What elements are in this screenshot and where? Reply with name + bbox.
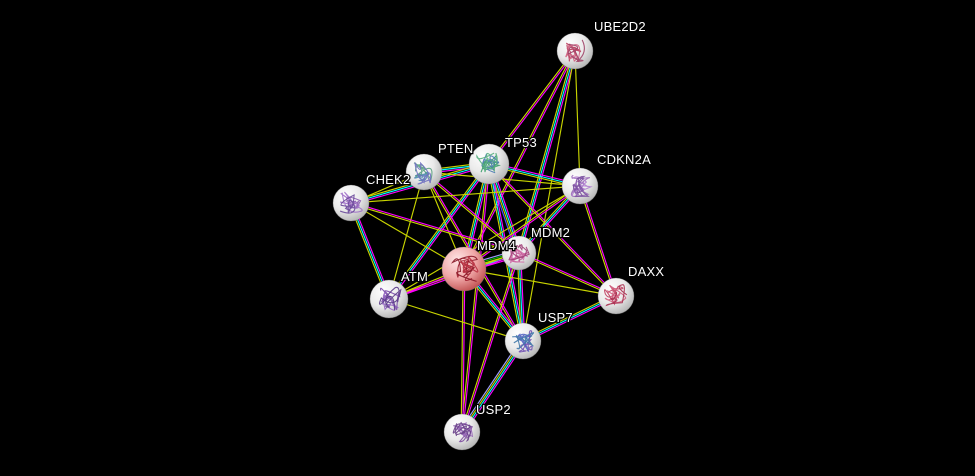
edge-strand-textmining — [487, 49, 575, 165]
edge-strand-experimental — [462, 268, 466, 433]
node-USP7[interactable] — [504, 322, 542, 360]
edge-UBE2D2-USP7[interactable] — [522, 50, 576, 342]
edge-strand-homology — [459, 339, 522, 432]
protein-structure-icon — [570, 174, 593, 198]
edge-strand-experimental — [520, 50, 578, 255]
protein-structure-icon — [452, 421, 473, 443]
edge-UBE2D2-MDM2[interactable] — [516, 49, 578, 255]
node-label-USP2: USP2 — [476, 402, 511, 417]
node-PTEN[interactable] — [405, 153, 443, 191]
edge-strand-textmining — [388, 298, 524, 342]
edge-MDM4-DAXX[interactable] — [463, 268, 617, 297]
protein-structure-icon — [508, 244, 530, 264]
edge-TP53-ATM[interactable] — [387, 162, 491, 301]
edge-strand-textmining — [388, 185, 581, 300]
edge-CHEK2-CDKN2A[interactable] — [350, 185, 581, 204]
node-label-ATM: ATM — [401, 269, 428, 284]
edge-strand-textmining — [516, 49, 574, 254]
edge-CDKN2A-MDM4[interactable] — [462, 184, 582, 271]
edge-strand-experimental — [489, 50, 577, 166]
node-label-CHEK2: CHEK2 — [366, 172, 410, 187]
edge-strand-textmining — [350, 185, 581, 204]
edge-CDKN2A-DAXX[interactable] — [578, 185, 618, 297]
node-USP2[interactable] — [443, 413, 481, 451]
edge-MDM4-USP2[interactable] — [460, 268, 466, 433]
protein-structure-icon — [476, 152, 501, 174]
protein-structure-icon — [450, 255, 479, 282]
edge-UBE2D2-CDKN2A[interactable] — [574, 50, 581, 187]
edge-strand-textmining — [460, 252, 519, 433]
edge-strand-textmining — [463, 268, 617, 297]
edge-strand-experimental — [389, 164, 491, 301]
node-label-CDKN2A: CDKN2A — [597, 152, 651, 167]
edge-strand-experimental — [580, 185, 618, 297]
protein-structure-icon — [379, 286, 402, 311]
edge-TP53-USP2[interactable] — [460, 163, 491, 433]
edge-strand-textmining — [460, 268, 464, 433]
edge-UBE2D2-TP53[interactable] — [487, 49, 577, 166]
edge-strand-textmining — [460, 163, 489, 433]
node-layer — [332, 32, 635, 451]
node-label-TP53: TP53 — [505, 135, 537, 150]
edge-strand-textmining — [522, 50, 576, 342]
edge-strand-experimental — [463, 186, 582, 271]
protein-sphere-icon — [443, 413, 481, 451]
node-label-MDM4: MDM4 — [477, 238, 516, 253]
node-MDM2[interactable] — [501, 235, 537, 271]
protein-structure-icon — [565, 39, 585, 63]
node-label-UBE2D2: UBE2D2 — [594, 19, 646, 34]
edge-strand-experimental — [489, 162, 618, 296]
node-label-USP7: USP7 — [538, 310, 573, 325]
protein-sphere-icon — [405, 153, 443, 191]
protein-structure-icon — [512, 330, 535, 353]
edge-strand-textmining — [578, 185, 616, 297]
node-CDKN2A[interactable] — [561, 167, 599, 205]
edge-strand-database — [388, 163, 490, 300]
protein-structure-icon — [339, 191, 363, 214]
node-label-DAXX: DAXX — [628, 264, 664, 279]
edge-TP53-DAXX[interactable] — [487, 162, 618, 298]
edge-strand-textmining — [462, 184, 581, 269]
edge-strand-textmining — [487, 164, 616, 298]
protein-structure-icon — [413, 161, 433, 185]
edge-MDM2-USP2[interactable] — [460, 252, 521, 433]
node-ATM[interactable] — [369, 279, 409, 319]
edge-ATM-USP7[interactable] — [388, 298, 524, 342]
node-TP53[interactable] — [468, 143, 510, 185]
edge-strand-textmining — [350, 203, 520, 255]
edge-strand-experimental — [463, 341, 526, 434]
node-UBE2D2[interactable] — [556, 32, 594, 70]
edge-strand-textmining — [574, 50, 581, 187]
node-label-PTEN: PTEN — [438, 141, 473, 156]
node-label-MDM2: MDM2 — [531, 225, 570, 240]
node-CHEK2[interactable] — [332, 184, 370, 222]
node-DAXX[interactable] — [597, 277, 635, 315]
node-MDM4[interactable] — [441, 246, 487, 292]
protein-structure-icon — [604, 284, 628, 307]
edge-CDKN2A-ATM[interactable] — [388, 185, 581, 300]
edge-strand-experimental — [462, 252, 521, 433]
edge-strand-experimental — [462, 163, 491, 433]
edge-strand-experimental — [350, 201, 520, 253]
protein-sphere-icon — [369, 279, 409, 319]
edge-strand-textmining — [387, 162, 489, 299]
edge-CHEK2-MDM2[interactable] — [350, 201, 520, 255]
edge-strand-database — [518, 50, 576, 254]
